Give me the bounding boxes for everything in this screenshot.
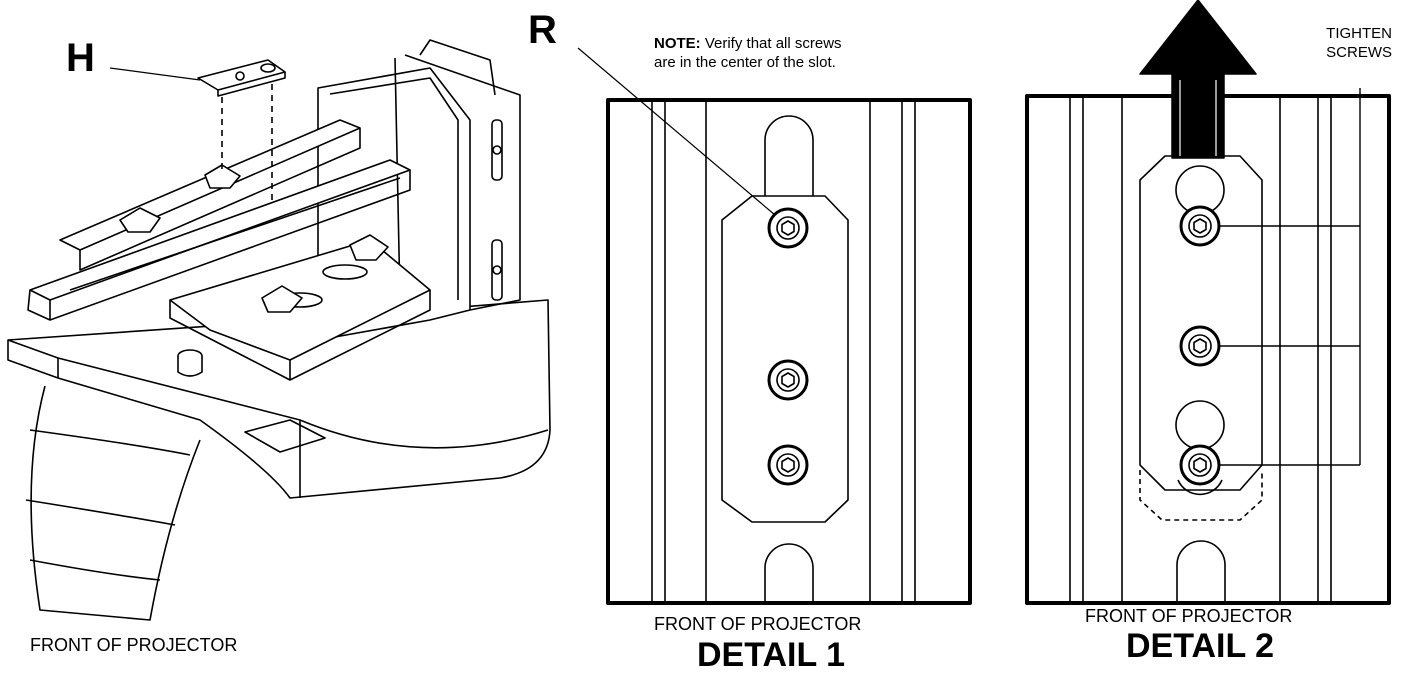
note-line-2: are in the center of the slot. (654, 54, 836, 71)
callout-label-h: H (66, 36, 95, 80)
callout-h-leader (109, 67, 201, 81)
mount-assembly-drawing (7, 39, 551, 621)
tighten-screws-label: TIGHTEN SCREWS (1326, 24, 1392, 62)
detail-1-screws (767, 207, 809, 486)
detail-1-drawing (577, 47, 972, 605)
tighten-line-1: TIGHTEN (1326, 25, 1392, 42)
detail-1-plate (721, 195, 849, 523)
access-panel (244, 419, 326, 453)
thumb-knobs (119, 164, 389, 313)
detail-1-title: DETAIL 1 (697, 636, 845, 674)
overview-caption: FRONT OF PROJECTOR (30, 635, 238, 655)
detail-1-caption: FRONT OF PROJECTOR (654, 614, 862, 634)
note-line-1: Verify that all screws (700, 35, 842, 52)
callout-r-leader (577, 47, 776, 216)
detail-1-note: NOTE: Verify that all screws are in the … (654, 34, 842, 72)
detail-2-title: DETAIL 2 (1126, 627, 1274, 665)
detail-2-plate (1139, 155, 1263, 491)
callout-label-r: R (528, 8, 557, 52)
tighten-leader-lines (1219, 88, 1361, 466)
projector-front-skirt (30, 385, 201, 621)
projector-body (7, 299, 551, 499)
detail-1-frame (606, 98, 972, 605)
detail-2-screws (1179, 205, 1221, 486)
detail-2-caption: FRONT OF PROJECTOR (1085, 606, 1293, 626)
note-label: NOTE: (654, 35, 701, 52)
move-up-arrow (1139, 0, 1257, 159)
detail-2-drawing (1025, 88, 1391, 605)
tighten-line-2: SCREWS (1326, 44, 1392, 61)
